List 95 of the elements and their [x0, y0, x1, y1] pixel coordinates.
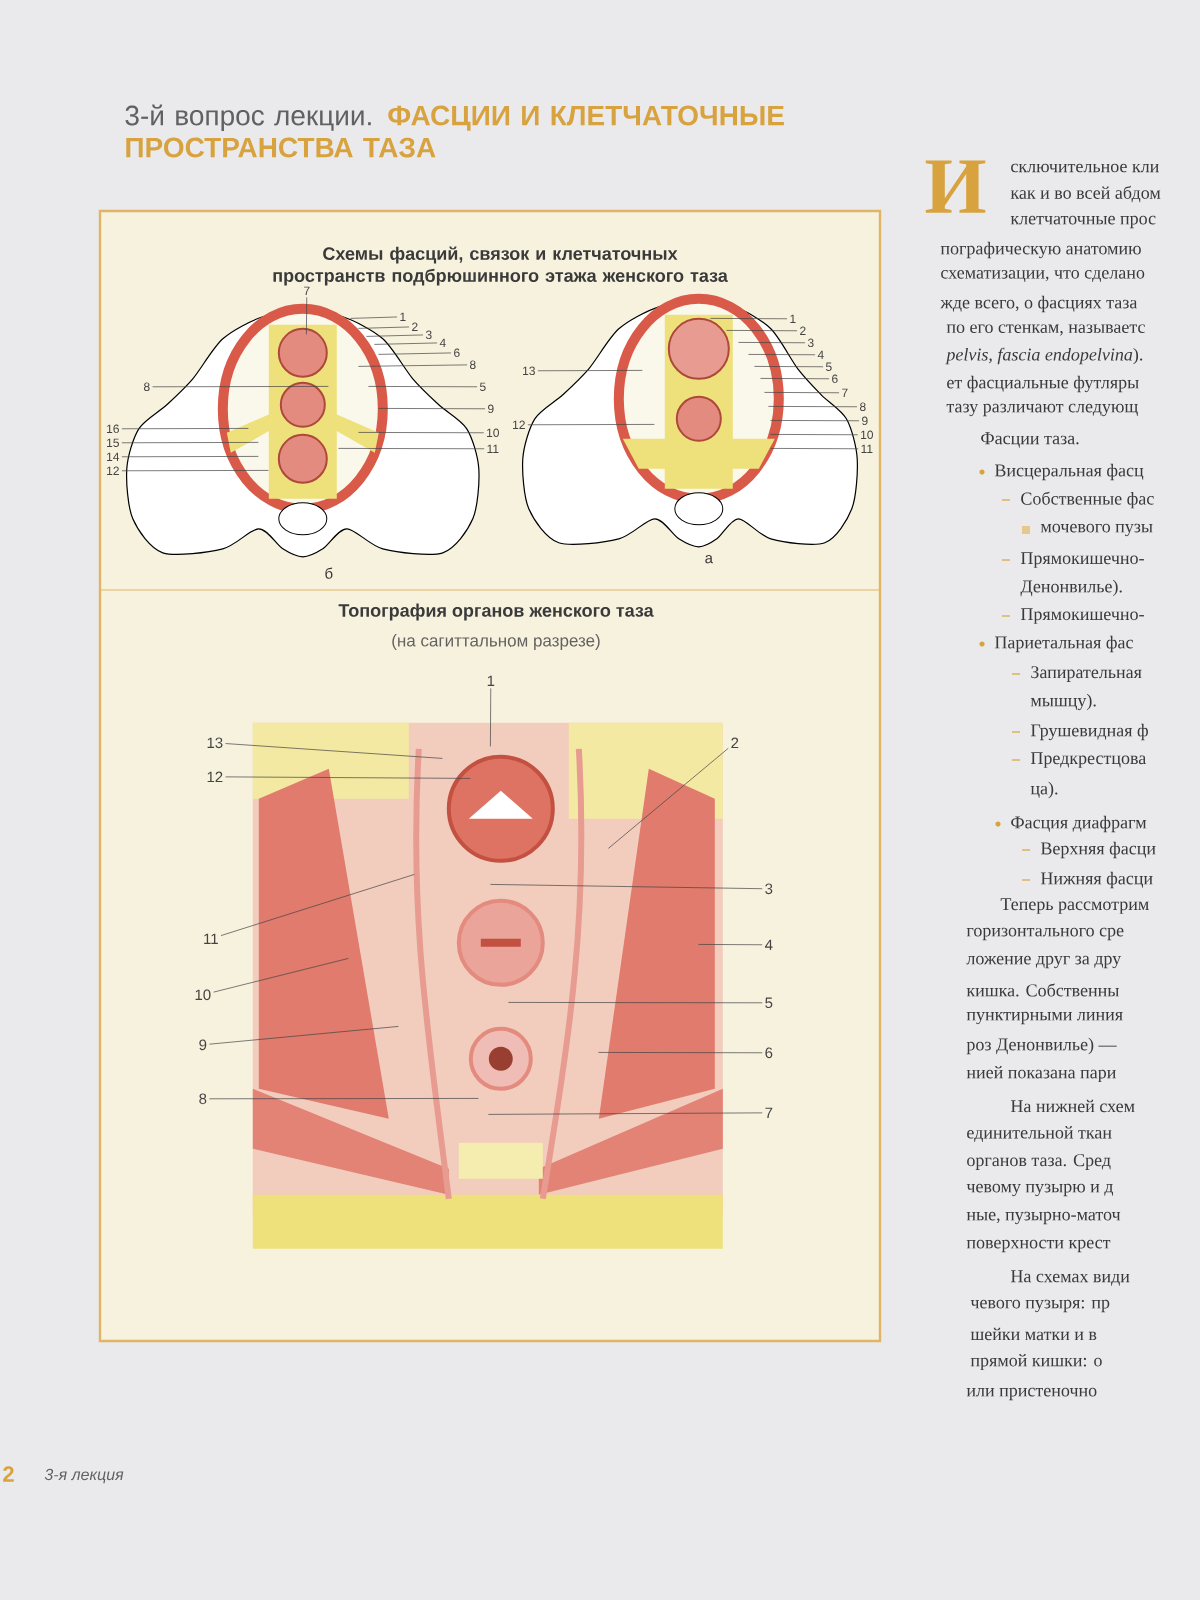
leader-line	[527, 424, 655, 426]
body-text-line: тазу различают следующ	[946, 403, 1138, 417]
page-title: 3-й вопрос лекции. ФАСЦИИ И КЛЕТЧАТОЧНЫЕ ПРОСТРАНСТВА ТАЗА	[125, 104, 784, 158]
leader-line	[121, 442, 259, 444]
body-text-line: Предкрестцова	[1030, 752, 1146, 768]
body-text-line: пунктирными линия	[966, 1011, 1123, 1025]
leader-line	[209, 1098, 479, 1100]
body-text-line: Фасции таза.	[981, 432, 1079, 448]
body-text-line: единительной ткан	[967, 1126, 1112, 1142]
body-text-line: схематизации, что сделано	[941, 270, 1145, 282]
leader-line	[121, 456, 259, 458]
body-text-line: роз Денонвилье) —	[966, 1037, 1117, 1055]
body-text-line: органов таза. Сред	[967, 1154, 1111, 1170]
leader-line	[225, 776, 471, 779]
leader-line	[770, 434, 859, 436]
body-text-line: Теперь рассмотрим	[1000, 898, 1149, 914]
body-text-line: Собственные фас	[1021, 491, 1154, 509]
leader-line	[698, 944, 763, 946]
leader-line	[754, 366, 824, 368]
body-text-line: Висцеральная фасц	[994, 463, 1144, 481]
leader-line	[366, 334, 424, 337]
body-text-line: жде всего, о фасциях таза	[940, 295, 1138, 313]
leader-line	[358, 326, 410, 329]
body-text-line: по его стенкам, называетс	[946, 324, 1145, 336]
leader-line	[121, 470, 269, 472]
body-text-line: прямой кишки: о	[970, 1353, 1102, 1371]
leader-line	[770, 420, 860, 422]
pelvis-section-drawing	[126, 303, 480, 558]
leader-line	[358, 364, 468, 367]
leader-line	[710, 318, 788, 320]
body-text-line: пографическую анатомию	[940, 241, 1141, 259]
body-text-line: ные, пузырно-маточ	[966, 1211, 1121, 1225]
body-text-line: шейки матки и в	[970, 1327, 1097, 1341]
body-text-line: мышцу).	[1030, 693, 1096, 711]
leader-line	[378, 408, 486, 410]
leader-line	[598, 1052, 763, 1054]
panel-heading: Топография органов женского таза	[338, 603, 654, 621]
body-text-line: ца).	[1030, 781, 1058, 799]
body-text-line: чевому пузырю и д	[966, 1183, 1114, 1197]
leader-line	[209, 1026, 399, 1045]
leader-line	[358, 432, 485, 434]
leader-line	[338, 448, 485, 450]
body-text-line: мочевого пузы	[1040, 523, 1153, 537]
leader-line	[490, 884, 763, 890]
body-text-line: Грушевидная ф	[1030, 723, 1148, 741]
body-text-line: На нижней схем	[1010, 1099, 1135, 1113]
leader-line	[488, 1112, 763, 1115]
leader-line	[768, 406, 858, 408]
panel-subheading: (на сагиттальном разрезе)	[392, 634, 600, 650]
body-text-line: Нижняя фасци	[1040, 871, 1153, 889]
body-text-line: нией показана пари	[966, 1065, 1116, 1083]
body-text-line: Фасция диафрагм	[1011, 815, 1147, 833]
leader-line	[748, 354, 816, 356]
body-text-line: ложение друг за дру	[966, 955, 1122, 969]
body-text-line: На схемах види	[1010, 1270, 1130, 1286]
leader-line	[490, 688, 492, 747]
body-text-line: или пристеночно	[966, 1387, 1097, 1401]
body-text-line: Запирательная	[1031, 666, 1142, 682]
leader-line	[770, 448, 859, 450]
leader-line	[152, 386, 329, 388]
pelvic-floor-drawing	[252, 722, 723, 1249]
leader-line	[121, 428, 249, 430]
leader-line	[220, 874, 415, 936]
body-text-line: ет фасциальные футляры	[947, 375, 1139, 393]
leader-line	[537, 370, 643, 372]
leader-line	[378, 352, 452, 355]
body-text-line: Денонвилье).	[1020, 579, 1122, 597]
body-text-line: чевого пузыря: пр	[970, 1299, 1110, 1313]
leader-line	[225, 743, 443, 759]
leader-line	[374, 342, 438, 345]
pelvis-section-drawing	[522, 293, 858, 548]
leader-line	[306, 296, 308, 335]
body-text-line: клетчаточные прос	[1010, 215, 1156, 229]
body-text-line: горизонтального сре	[966, 927, 1124, 941]
leader-line	[726, 330, 798, 332]
panel-heading: Схемы фасций, связок и клетчаточных пространств подбрюшинного этажа женского таза	[273, 246, 728, 286]
leader-line	[760, 378, 830, 380]
body-text-line: pelvis, fascia endopelvina).	[945, 347, 1143, 365]
body-text-line: как и во всей абдом	[1010, 185, 1161, 203]
body-text-line: поверхности крест	[966, 1239, 1111, 1253]
body-text-line: Верхняя фасци	[1040, 841, 1156, 859]
leader-line	[508, 1002, 763, 1004]
body-text-line: Париетальная фас	[994, 635, 1133, 653]
body-text-line: Прямокишечно-	[1020, 608, 1144, 624]
running-footer: 3-я лекция	[44, 1468, 124, 1484]
body-text-line: Прямокишечно-	[1020, 552, 1144, 568]
page-number: 2	[3, 1466, 14, 1482]
drop-cap: И	[925, 160, 986, 213]
body-text-line: сключительное кли	[1011, 163, 1159, 173]
leader-line	[764, 392, 840, 394]
leader-line	[368, 386, 478, 388]
body-text-line: кишка. Собственны	[966, 983, 1119, 997]
leader-line	[350, 316, 398, 319]
leader-line	[213, 958, 349, 993]
leader-line	[738, 342, 806, 344]
